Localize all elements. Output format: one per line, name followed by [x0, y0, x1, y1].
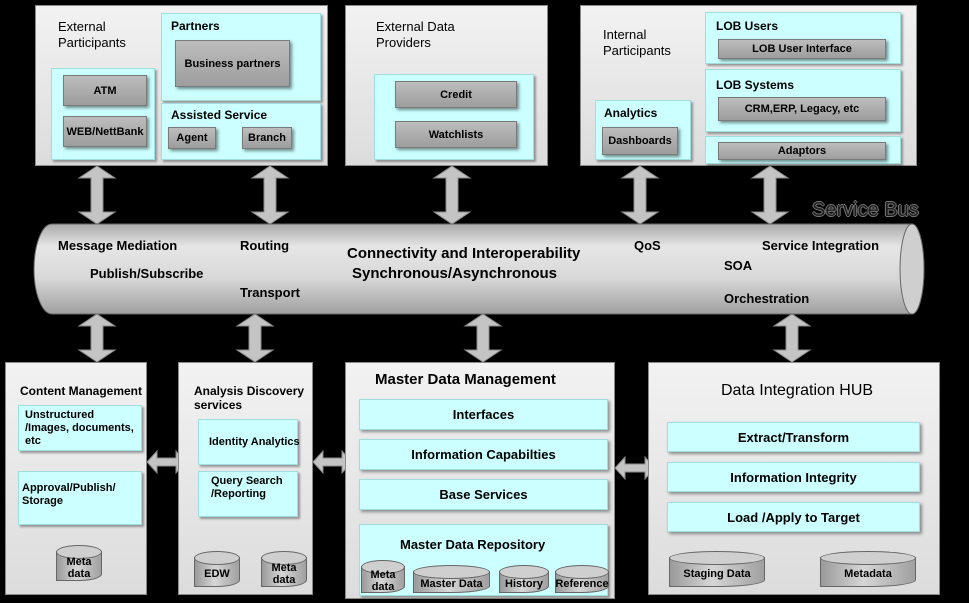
unstructured-box[interactable]: Unstructured /Images, documents, etc	[18, 405, 142, 451]
edw-cylinder: EDW	[194, 551, 240, 587]
query-search-reporting-box[interactable]: Query Search /Reporting	[198, 471, 298, 517]
repo-history-cylinder: History	[499, 565, 549, 593]
repo-reference-label: Reference	[555, 577, 609, 590]
identity-analytics-box[interactable]: Identity Analytics	[198, 419, 300, 465]
repo-metadata-label: Meta data	[370, 569, 396, 593]
repo-metadata-cylinder: Meta data	[361, 560, 405, 593]
lob-systems-title: LOB Systems	[716, 78, 795, 92]
external-data-providers-title: External Data Providers	[376, 19, 455, 50]
interfaces-bar[interactable]: Interfaces	[359, 399, 608, 430]
watchlists-box[interactable]: Watchlists	[395, 121, 517, 148]
lob-user-interface-box[interactable]: LOB User Interface	[718, 39, 886, 59]
web-nettbank-box[interactable]: WEB/NettBank	[63, 116, 147, 147]
bus-routing: Routing	[240, 238, 290, 253]
adaptors-group: Adaptors	[705, 136, 901, 164]
data-integration-hub-panel: Data Integration HUB Extract/Transform I…	[648, 362, 940, 595]
bus-orchestration: Orchestration	[724, 291, 810, 306]
partners-group: Partners Business partners	[161, 13, 321, 101]
branch-box[interactable]: Branch	[242, 127, 292, 149]
bus-sync-async: Synchronous/Asynchronous	[352, 265, 558, 282]
base-services-bar[interactable]: Base Services	[359, 479, 608, 510]
lob-users-group: LOB Users LOB User Interface	[705, 12, 901, 64]
bus-message-mediation: Message Mediation	[58, 238, 178, 253]
repo-reference-cylinder: Reference	[555, 565, 609, 593]
analytics-title: Analytics	[604, 106, 658, 120]
bus-soa: SOA	[724, 258, 753, 273]
atm-box[interactable]: ATM	[63, 75, 147, 106]
analysis-metadata-label: Meta data	[271, 561, 297, 586]
credit-box[interactable]: Credit	[395, 81, 517, 108]
extract-transform-bar[interactable]: Extract/Transform	[667, 422, 920, 452]
content-management-panel: Content Management Unstructured /Images,…	[5, 362, 147, 595]
bus-service-integration: Service Integration	[762, 238, 880, 253]
bus-transport: Transport	[240, 285, 300, 300]
content-metadata-cylinder: Meta data	[56, 545, 102, 581]
repo-history-label: History	[505, 577, 543, 590]
assisted-service-group: Assisted Service Agent Branch	[161, 103, 321, 160]
external-data-providers-panel: External Data Providers Credit Watchlist…	[345, 5, 548, 166]
master-data-management-title: Master Data Management	[375, 371, 556, 388]
information-capabilities-bar[interactable]: Information Capabilties	[359, 439, 608, 470]
business-partners-box[interactable]: Business partners	[175, 40, 290, 87]
staging-data-cylinder: Staging Data	[669, 551, 765, 587]
analysis-discovery-title: Analysis Discovery services	[194, 384, 305, 412]
hub-metadata-cylinder: Metadata	[820, 551, 916, 587]
content-management-title: Content Management	[20, 384, 143, 398]
internal-participants-title: Internal Participants	[603, 27, 671, 58]
master-data-management-panel: Master Data Management Interfaces Inform…	[345, 362, 615, 599]
approval-publish-storage-box[interactable]: Approval/Publish/ Storage	[18, 471, 142, 525]
partners-title: Partners	[171, 19, 220, 33]
agent-box[interactable]: Agent	[168, 127, 216, 149]
data-integration-hub-title: Data Integration HUB	[721, 382, 874, 399]
staging-data-label: Staging Data	[683, 567, 751, 580]
hub-metadata-label: Metadata	[844, 567, 892, 580]
internal-participants-panel: Internal Participants Analytics Dashboar…	[580, 5, 917, 166]
bus-publish-subscribe: Publish/Subscribe	[90, 266, 204, 281]
assisted-service-title: Assisted Service	[171, 108, 268, 122]
bus-connectivity: Connectivity and Interoperability	[347, 245, 581, 262]
master-data-repository-group: Master Data Repository Meta data Master …	[359, 524, 609, 596]
content-metadata-label: Meta data	[66, 555, 92, 580]
service-bus-label: Service Bus	[812, 199, 919, 221]
load-apply-target-bar[interactable]: Load /Apply to Target	[667, 502, 920, 532]
crm-erp-legacy-box[interactable]: CRM,ERP, Legacy, etc	[718, 97, 886, 121]
external-participants-title: External Participants	[58, 19, 126, 50]
channels-group: ATM WEB/NettBank	[51, 68, 155, 160]
adaptors-box[interactable]: Adaptors	[718, 142, 886, 160]
master-data-repository-title: Master Data Repository	[400, 537, 546, 552]
external-participants-panel: External Participants ATM WEB/NettBank P…	[35, 5, 328, 166]
lob-users-title: LOB Users	[716, 19, 779, 33]
data-providers-group: Credit Watchlists	[374, 74, 534, 160]
repo-master-data-label: Master Data	[420, 577, 483, 590]
dashboards-box[interactable]: Dashboards	[602, 127, 678, 155]
analysis-discovery-panel: Analysis Discovery services Identity Ana…	[178, 362, 313, 595]
information-integrity-bar[interactable]: Information Integrity	[667, 462, 920, 492]
bus-qos: QoS	[634, 238, 661, 253]
lob-systems-group: LOB Systems CRM,ERP, Legacy, etc	[705, 69, 901, 132]
edw-label: EDW	[204, 567, 230, 580]
analytics-group: Analytics Dashboards	[595, 100, 691, 160]
analysis-metadata-cylinder: Meta data	[261, 551, 307, 587]
repo-master-data-cylinder: Master Data	[413, 565, 490, 593]
